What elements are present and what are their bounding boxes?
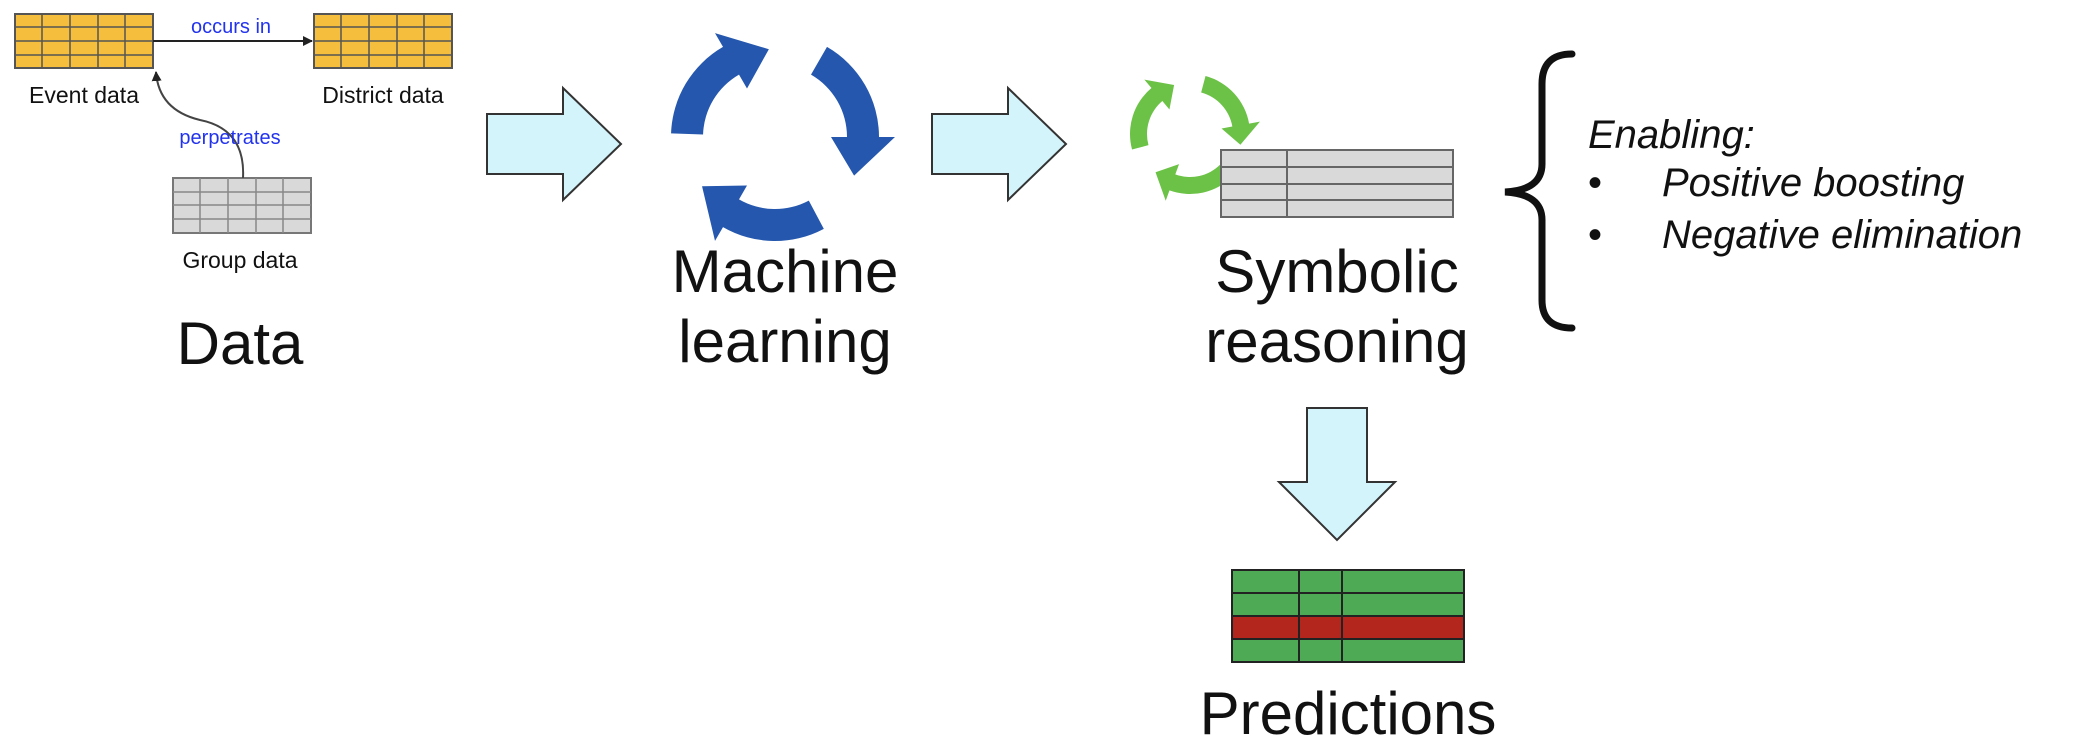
curly-brace xyxy=(1504,50,1576,332)
group-data-label: Group data xyxy=(182,247,297,273)
occurs-in-label: occurs in xyxy=(191,16,271,38)
predictions-title: Predictions xyxy=(1200,680,1497,747)
cycle-arrow-segment xyxy=(1201,76,1260,145)
bullet-1: • xyxy=(1588,161,1602,205)
perpetrates-label: perpetrates xyxy=(179,127,280,149)
prediction-row xyxy=(1231,615,1465,640)
flow-arrow-data-to-ml xyxy=(486,85,623,203)
cycle-arrow-segment xyxy=(1155,164,1233,201)
cycle-arrow-segment xyxy=(671,33,769,135)
prediction-row xyxy=(1231,638,1465,663)
flow-arrow-ml-to-symbolic xyxy=(931,85,1068,203)
knowledge-base-table xyxy=(1220,149,1454,218)
enabling-item-positive-boosting: Positive boosting xyxy=(1662,161,1964,205)
event-data-label: Event data xyxy=(29,82,139,108)
data-title: Data xyxy=(177,310,304,377)
symbolic-cycle-icon xyxy=(1130,76,1260,201)
district-data-table xyxy=(313,13,453,69)
group-data-table xyxy=(172,177,312,234)
cycle-arrow-segment xyxy=(1130,79,1175,150)
prediction-row xyxy=(1231,569,1465,594)
enabling-item-negative-elimination: Negative elimination xyxy=(1662,213,2022,257)
cycle-arrow-segment xyxy=(702,185,824,241)
event-data-table xyxy=(14,13,154,69)
cycle-arrow-segment xyxy=(811,46,895,176)
predictions-table xyxy=(1231,569,1465,663)
prediction-row xyxy=(1231,592,1465,617)
bullet-2: • xyxy=(1588,213,1602,257)
ml-title-line2: learning xyxy=(678,308,892,375)
flow-arrow-symbolic-to-predictions xyxy=(1276,407,1398,542)
ml-title-line1: Machine xyxy=(672,238,899,305)
enabling-heading: Enabling: xyxy=(1588,113,1755,157)
symbolic-title-line2: reasoning xyxy=(1205,308,1469,375)
perpetrates-arrow xyxy=(151,71,245,179)
district-data-label: District data xyxy=(322,82,444,108)
ml-cycle-icon xyxy=(671,33,895,241)
symbolic-title-line1: Symbolic xyxy=(1215,238,1458,305)
